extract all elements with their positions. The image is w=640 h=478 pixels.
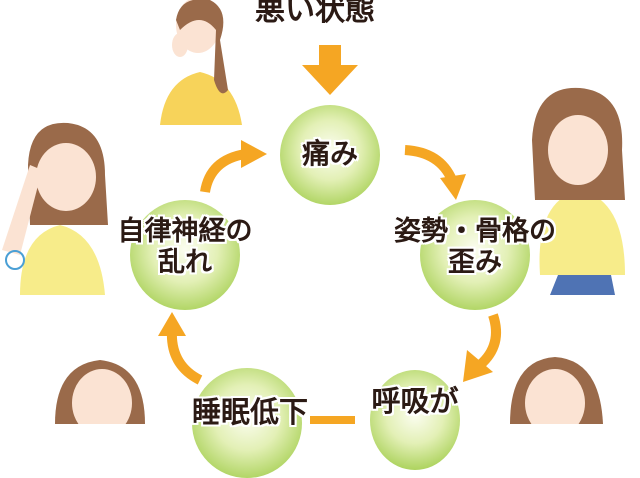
arrow-sleep-to-autonomic-icon: [158, 312, 203, 385]
title-bad-state: 悪い状態: [255, 0, 375, 28]
node-posture-circle: [420, 200, 530, 310]
node-posture-label: 姿勢・骨格の 歪み: [375, 216, 575, 278]
node-autonomic-line2: 乱れ: [158, 247, 212, 279]
node-posture-line2: 歪み: [448, 247, 502, 279]
arrow-posture-to-breathing-icon: [463, 313, 501, 382]
node-pain-label: 痛み: [301, 137, 358, 170]
arrow-autonomic-to-pain-icon: [200, 140, 267, 194]
arrow-breathing-to-sleep-icon: [310, 416, 355, 424]
woman-jaw-pain-illustration: [532, 87, 625, 295]
arrow-down-icon: [302, 45, 358, 95]
arrow-pain-to-posture-icon: [404, 145, 466, 200]
node-autonomic-circle: [130, 200, 240, 310]
woman-dizzy-illustration: [2, 122, 108, 295]
woman-tired-illustration: [160, 0, 242, 125]
node-posture-line1: 姿勢・骨格の: [394, 216, 556, 247]
node-breathing-label: 呼吸が: [371, 384, 459, 418]
node-sleep-label: 睡眠低下: [191, 395, 308, 429]
node-autonomic-label: 自律神経の 乱れ: [85, 216, 285, 278]
node-pain-circle: [280, 105, 380, 205]
woman-sleepy-illustration: [55, 360, 145, 424]
woman-breathing-illustration: [510, 357, 603, 424]
node-autonomic-line1: 自律神経の: [117, 216, 253, 247]
